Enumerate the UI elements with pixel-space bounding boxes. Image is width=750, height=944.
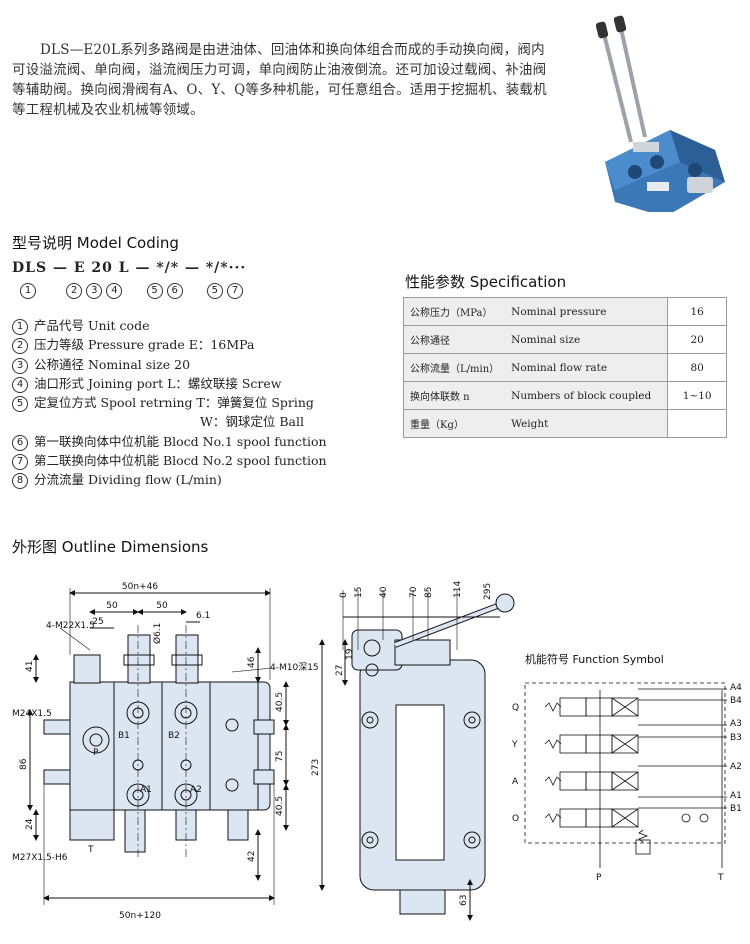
dim-50a: 50	[106, 601, 118, 611]
code-num: 5	[146, 283, 163, 299]
front-view-labels: 50n+46 50 50 25 6.1 Ø6.1 4-M22X1.5 4-M10…	[12, 582, 319, 921]
port-b2: B2	[168, 731, 180, 741]
tick-295: 295	[483, 583, 493, 600]
thread-m22: 4-M22X1.5	[46, 621, 95, 631]
fs-label-a: A	[512, 777, 519, 787]
fs-label-a4: A4	[730, 683, 742, 693]
spool-o	[544, 808, 639, 828]
function-symbol-title: 机能符号 Function Symbol	[525, 652, 664, 666]
function-symbol-diagram	[524, 682, 727, 868]
dim-50b: 50	[156, 601, 168, 611]
dim-6-1: 6.1	[196, 611, 210, 621]
dim-27: 27	[335, 665, 345, 676]
dim-41: 41	[25, 661, 35, 672]
dim-19: 19	[345, 648, 355, 660]
fs-label-o: O	[512, 814, 519, 824]
tick-85: 85	[424, 587, 434, 598]
spool-q	[544, 697, 639, 717]
model-coding-heading: 型号说明 Model Coding	[12, 234, 179, 252]
dim-top-width: 50n+46	[122, 582, 158, 592]
front-view	[27, 588, 289, 905]
outline-drawing: 50n+46 50 50 25 6.1 Ø6.1 4-M22X1.5 4-M10…	[12, 581, 742, 921]
dim-42: 42	[247, 851, 257, 862]
port-a1: A1	[140, 785, 152, 795]
code-num: 4	[106, 283, 123, 299]
specification-heading: 性能参数 Specification	[405, 273, 567, 291]
dim-phi: Ø6.1	[152, 623, 163, 644]
code-num: 6	[166, 283, 183, 299]
fs-label-b4: B4	[730, 696, 742, 706]
function-symbol-labels: Q Y A O A4 B4 A3 B3 A2 A1 B1 P T	[511, 683, 742, 883]
thread-m27: M27X1.5-H6	[12, 853, 68, 863]
thread-m10: 4-M10深15	[270, 662, 319, 673]
thread-m24: M24X1.5	[12, 709, 52, 719]
tick-70: 70	[409, 586, 419, 598]
fs-label-a3: A3	[730, 719, 742, 729]
side-view-labels: 0 15 40 70 85 114 295 27 19 273 63	[311, 581, 493, 906]
dim-bottom-width: 50n+120	[119, 911, 161, 921]
fs-label-p: P	[596, 873, 602, 883]
product-photo	[575, 12, 740, 212]
port-p: P	[93, 748, 99, 758]
fs-label-b3: B3	[730, 733, 742, 743]
tick-15: 15	[354, 587, 364, 598]
table-row: 重量（Kg）Weight	[403, 409, 728, 438]
dim-40-5b: 40.5	[275, 796, 285, 816]
spool-y	[544, 734, 639, 754]
model-code-numbers: 1 2 3 4 5 6 5 7	[12, 282, 243, 299]
fs-label-a1: A1	[730, 791, 742, 801]
code-num: 3	[86, 283, 103, 299]
port-a2: A2	[190, 785, 202, 795]
dim-25: 25	[92, 617, 103, 627]
side-view	[319, 590, 515, 921]
dim-63: 63	[459, 895, 469, 906]
model-code-string: DLS — E 20 L — */* — */*···	[12, 260, 247, 276]
legend-item: W：钢球定位 Ball	[200, 414, 304, 430]
code-num: 7	[226, 283, 243, 299]
code-num: 2	[66, 283, 83, 299]
dim-40-5a: 40.5	[275, 692, 285, 712]
port-t: T	[87, 845, 94, 855]
dim-86: 86	[19, 758, 29, 770]
code-num: 5	[206, 283, 223, 299]
fs-label-y: Y	[511, 740, 518, 750]
tick-40: 40	[379, 586, 389, 598]
tick-0: 0	[339, 592, 349, 598]
spool-a	[544, 771, 639, 791]
dim-24: 24	[25, 818, 35, 830]
outline-heading: 外形图 Outline Dimensions	[12, 538, 209, 556]
dim-75: 75	[275, 751, 285, 762]
fs-label-a2: A2	[730, 762, 742, 772]
port-b1: B1	[118, 731, 130, 741]
intro-paragraph: DLS—E20L系列多路阀是由进油体、回油体和换向体组合而成的手动换向阀，阀内可…	[12, 42, 547, 118]
dim-46: 46	[247, 656, 257, 668]
tick-114: 114	[453, 581, 463, 598]
fs-label-t: T	[717, 873, 724, 883]
fs-label-b1: B1	[730, 804, 742, 814]
dim-273: 273	[311, 759, 321, 776]
fs-label-q: Q	[512, 703, 519, 713]
code-num: 1	[20, 283, 36, 299]
